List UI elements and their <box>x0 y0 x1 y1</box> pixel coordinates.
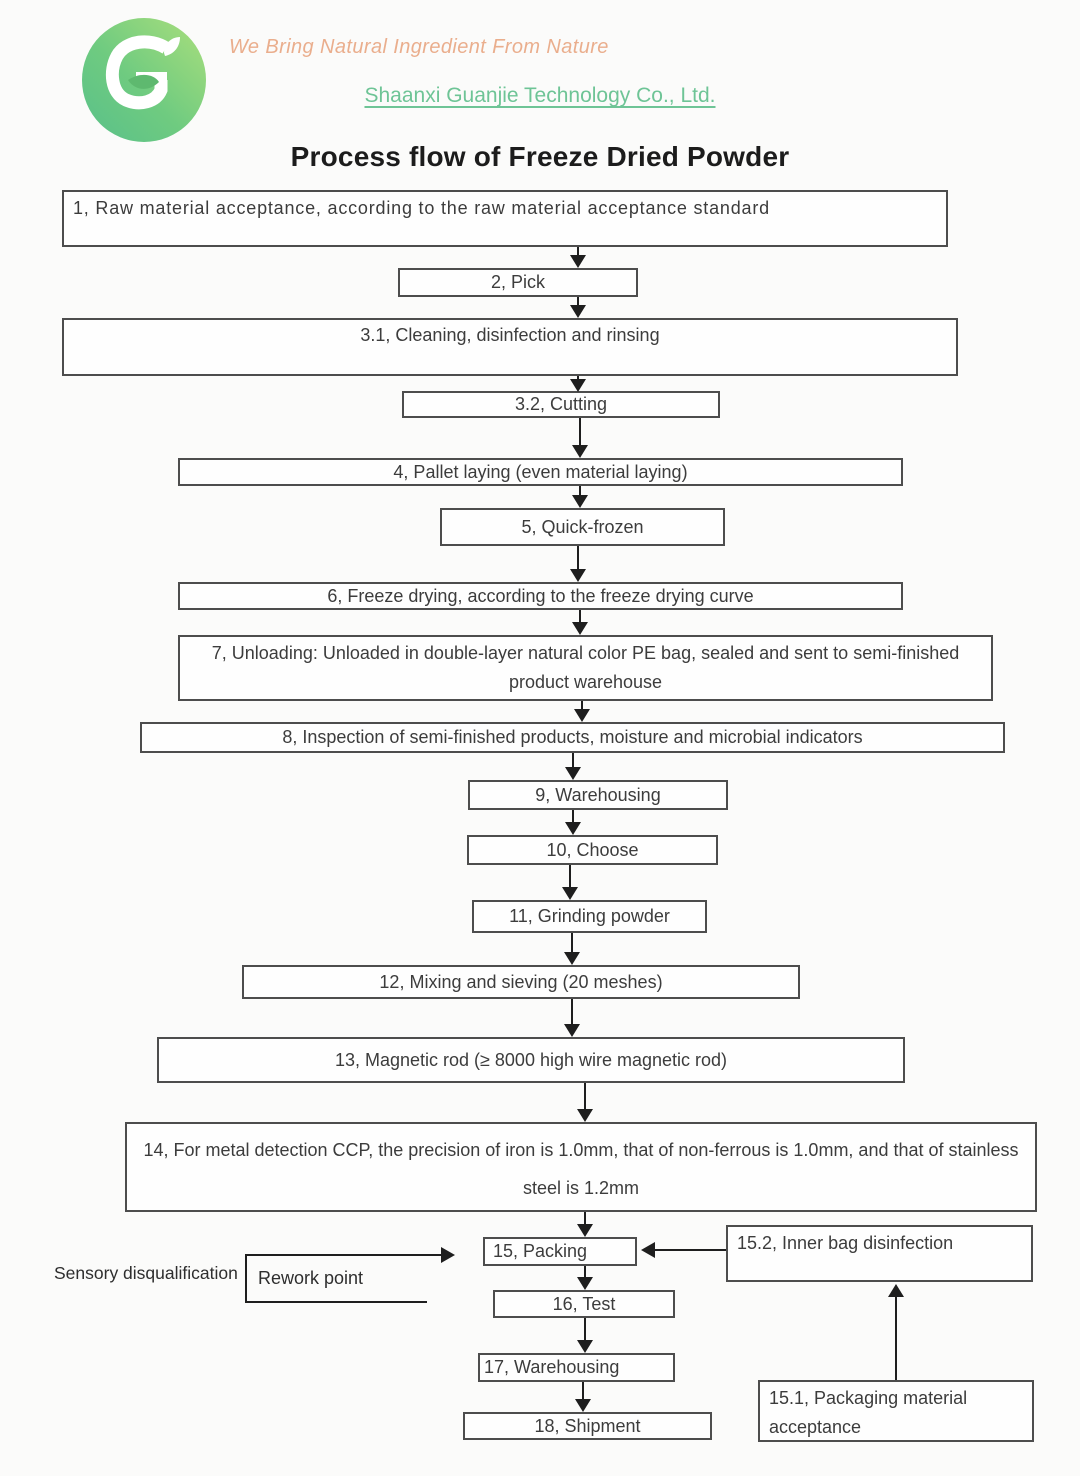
arrowhead-down-icon <box>562 887 578 900</box>
arrowhead-down-icon <box>565 822 581 835</box>
rework-box-bottom-line <box>245 1301 427 1303</box>
page-title: Process flow of Freeze Dried Powder <box>290 141 790 172</box>
arrow-line <box>571 933 573 953</box>
arrowhead-down-icon <box>570 569 586 582</box>
arrowhead-down-icon <box>564 1024 580 1037</box>
arrow-line <box>577 297 579 306</box>
arrowhead-down-icon <box>572 495 588 508</box>
flow-step-14: 14, For metal detection CCP, the precisi… <box>125 1122 1037 1212</box>
arrow-line <box>584 1083 586 1110</box>
company-logo <box>80 16 208 144</box>
flow-step-4: 4, Pallet laying (even material laying) <box>178 458 903 486</box>
arrowhead-right-icon <box>441 1247 455 1263</box>
flow-step-9: 9, Warehousing <box>468 780 728 810</box>
sensory-disqualification-label: Sensory disqualification <box>54 1263 238 1283</box>
flow-step-13: 13, Magnetic rod (≥ 8000 high wire magne… <box>157 1037 905 1083</box>
flow-step-11: 11, Grinding powder <box>472 900 707 933</box>
arrow-line <box>581 701 583 710</box>
arrowhead-down-icon <box>572 445 588 458</box>
arrowhead-up-icon <box>888 1284 904 1297</box>
rework-point-label: Rework point <box>258 1268 364 1288</box>
flow-step-18: 18, Shipment <box>463 1412 712 1440</box>
flow-step-10: 10, Choose <box>467 835 718 865</box>
arrow-line <box>577 376 579 380</box>
flow-step-6: 6, Freeze drying, according to the freez… <box>178 582 903 610</box>
arrowhead-down-icon <box>577 1340 593 1353</box>
arrow-line <box>584 1212 586 1225</box>
flow-step-1: 1, Raw material acceptance, according to… <box>62 190 948 247</box>
arrow-line <box>572 753 574 768</box>
company-name-link[interactable]: Shaanxi Guanjie Technology Co., Ltd. <box>364 84 716 107</box>
arrowhead-down-icon <box>575 1399 591 1412</box>
flow-step-12: 12, Mixing and sieving (20 meshes) <box>242 965 800 999</box>
arrow-line <box>582 1382 584 1400</box>
brand-tagline: We Bring Natural Ingredient From Nature <box>229 36 609 58</box>
arrow-line <box>655 1249 726 1251</box>
flow-step-7: 7, Unloading: Unloaded in double-layer n… <box>178 635 993 701</box>
rework-box-left-line <box>245 1255 247 1303</box>
flow-step-15-2: 15.2, Inner bag disinfection <box>726 1225 1033 1282</box>
flow-step-5: 5, Quick-frozen <box>440 508 725 546</box>
flow-step-2: 2, Pick <box>398 268 638 297</box>
arrow-line <box>245 1254 441 1256</box>
arrow-line <box>579 418 581 446</box>
arrowhead-down-icon <box>565 767 581 780</box>
arrowhead-down-icon <box>572 622 588 635</box>
arrowhead-down-icon <box>577 1277 593 1290</box>
arrow-line <box>579 610 581 623</box>
arrowhead-left-icon <box>641 1242 655 1258</box>
arrow-line <box>577 546 579 570</box>
flow-step-15-1: 15.1, Packaging material acceptance <box>758 1380 1034 1442</box>
arrow-line <box>572 810 574 823</box>
leaf-g-icon <box>82 18 206 142</box>
arrow-line <box>569 865 571 888</box>
arrowhead-down-icon <box>570 379 586 392</box>
flow-step-8: 8, Inspection of semi-finished products,… <box>140 722 1005 753</box>
arrowhead-down-icon <box>570 305 586 318</box>
arrowhead-down-icon <box>564 952 580 965</box>
arrow-line <box>584 1318 586 1341</box>
flow-step-17: 17, Warehousing <box>478 1353 675 1382</box>
arrow-line <box>584 1266 586 1278</box>
flow-step-3-1: 3.1, Cleaning, disinfection and rinsing <box>62 318 958 376</box>
flow-step-3-2: 3.2, Cutting <box>402 391 720 418</box>
arrowhead-down-icon <box>570 255 586 268</box>
flow-step-15: 15, Packing <box>483 1237 637 1266</box>
arrow-line <box>895 1295 897 1380</box>
arrow-line <box>571 999 573 1025</box>
arrow-line <box>579 486 581 496</box>
arrowhead-down-icon <box>577 1109 593 1122</box>
arrowhead-down-icon <box>577 1224 593 1237</box>
flow-step-16: 16, Test <box>493 1290 675 1318</box>
arrowhead-down-icon <box>574 709 590 722</box>
arrow-line <box>577 247 579 257</box>
